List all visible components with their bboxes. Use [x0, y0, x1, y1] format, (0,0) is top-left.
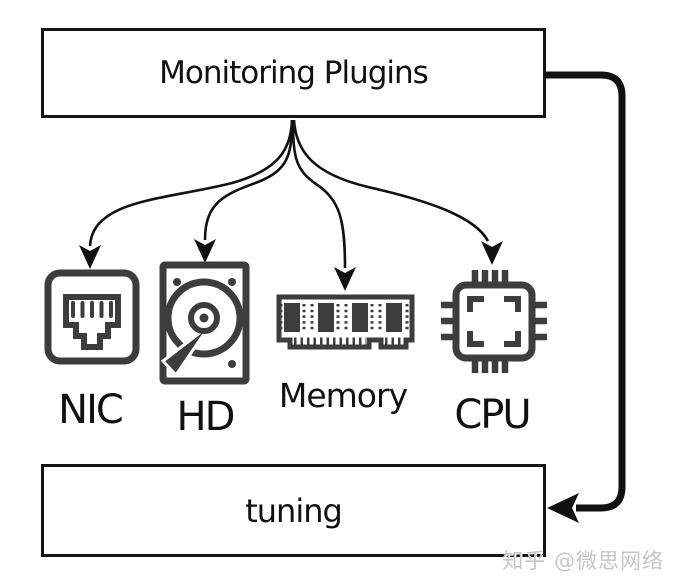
tuning-box: tuning	[41, 464, 546, 557]
nic-label: NIC	[58, 387, 124, 433]
hd-label: HD	[176, 394, 236, 440]
watermark: 知乎 @微思网络	[502, 549, 664, 573]
hard-disk-icon	[159, 261, 250, 385]
fan-arrow-hd	[194, 119, 294, 263]
ram-stick-icon	[276, 294, 415, 350]
monitoring-plugins-label: Monitoring Plugins	[159, 55, 429, 91]
memory-label: Memory	[278, 376, 408, 415]
fan-arrow-nic	[79, 119, 294, 269]
ethernet-port-icon	[44, 269, 140, 365]
connector-arrow-tuning	[546, 71, 626, 523]
monitoring-plugins-box: Monitoring Plugins	[41, 28, 546, 118]
tuning-label: tuning	[245, 491, 343, 530]
fan-arrow-cpu	[292, 119, 503, 265]
cpu-label: CPU	[454, 392, 531, 438]
fan-arrow-memory	[291, 119, 356, 291]
cpu-chip-icon	[441, 270, 547, 373]
